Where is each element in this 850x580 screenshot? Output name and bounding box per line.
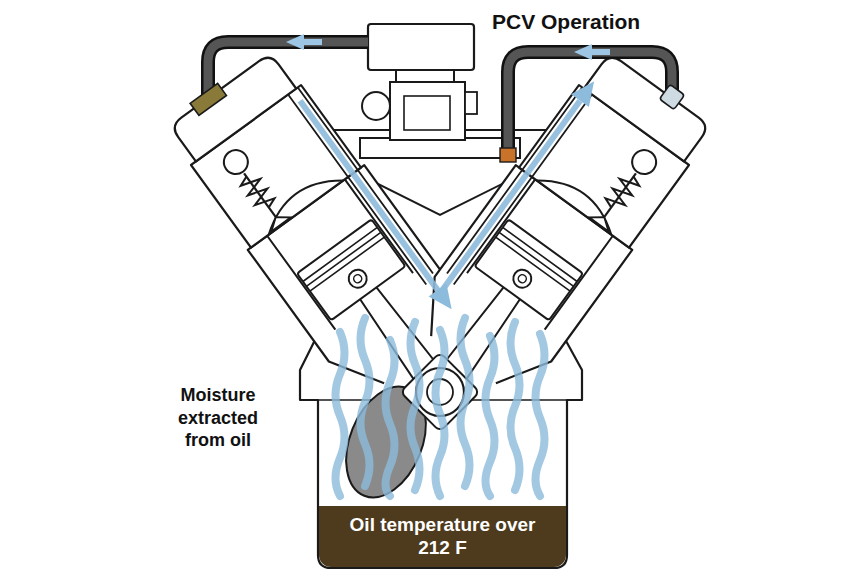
vapor-wave bbox=[336, 332, 345, 496]
air-cleaner-neck bbox=[396, 70, 454, 82]
vapor-wave bbox=[386, 340, 395, 496]
fresh-air-flow bbox=[291, 94, 460, 316]
hose-flow-arrow bbox=[286, 34, 322, 50]
breather-hose-core bbox=[208, 42, 368, 96]
vapor-wave bbox=[361, 318, 370, 486]
carburetor-linkage bbox=[465, 92, 477, 114]
air-cleaner bbox=[368, 24, 474, 70]
pcv-hose bbox=[508, 52, 672, 150]
breather-fitting bbox=[190, 83, 226, 115]
vapor-wave bbox=[511, 322, 520, 490]
vapor-wave bbox=[411, 322, 420, 490]
choke-housing bbox=[362, 92, 390, 120]
pcv-valve bbox=[659, 84, 684, 109]
breather-hose bbox=[208, 42, 368, 96]
hose-flow-arrow bbox=[574, 44, 610, 60]
vapor-wave bbox=[486, 336, 495, 496]
vacuum-fitting bbox=[500, 148, 516, 162]
diagram-title: PCV Operation bbox=[492, 10, 640, 34]
vapor-wave bbox=[461, 318, 470, 486]
vapor-wave bbox=[436, 330, 445, 496]
flow-arrow-head bbox=[571, 75, 603, 107]
carburetor-body bbox=[404, 96, 450, 130]
callout-label: Moisture extracted from oil bbox=[158, 384, 278, 452]
oil-level-band: Oil temperature over 212 F bbox=[319, 506, 566, 567]
moisture-vapor bbox=[336, 318, 545, 496]
vapor-wave bbox=[536, 334, 545, 496]
pcv-hose-core bbox=[508, 52, 672, 150]
crankcase-and-oil-pan bbox=[300, 330, 582, 568]
node-text: Oil temperature over 212 F bbox=[348, 514, 538, 560]
carburetor bbox=[390, 82, 465, 140]
